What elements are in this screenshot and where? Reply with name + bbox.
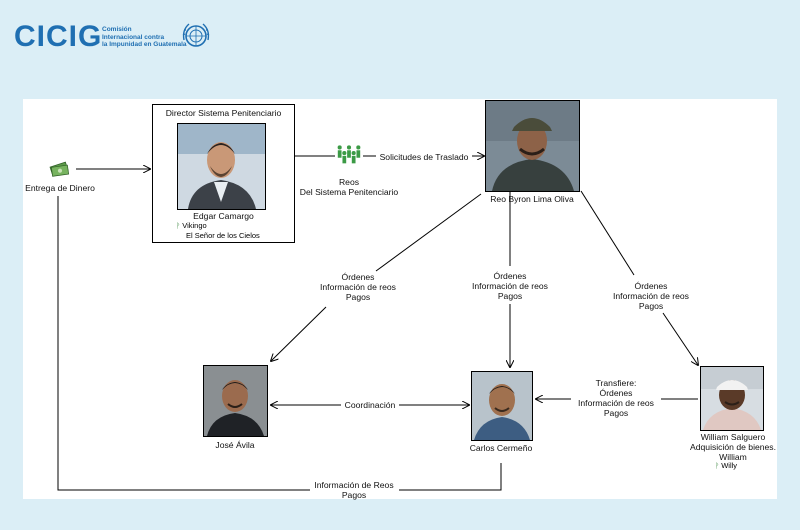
edge-byron-william-a: [581, 191, 634, 275]
edge-byron-william-b: [663, 313, 698, 365]
edge-label-line: Órdenes: [306, 272, 410, 282]
reos-label: Reos Del Sistema Penitenciario: [289, 177, 409, 197]
edge-label-line: Información de reos: [458, 281, 562, 291]
william-photo[interactable]: [700, 366, 764, 431]
edge-label-line: Órdenes: [599, 281, 703, 291]
edge-label-line: Información de reos: [306, 282, 410, 292]
director-title: Director Sistema Penitenciario: [153, 108, 294, 118]
jose-name: José Ávila: [193, 440, 277, 450]
relationship-diagram: Entrega de Dinero Director Sistema Penit…: [23, 99, 777, 499]
reos-label-line: Del Sistema Penitenciario: [289, 187, 409, 197]
logo-sub-line: Comisión: [102, 26, 192, 34]
edge-label-byron-jose: Órdenes Información de reos Pagos: [306, 272, 410, 302]
edge-label-line: Transfiere:: [568, 378, 664, 388]
edge-byron-jose-a: [376, 194, 481, 271]
edge-label-line: Pagos: [299, 490, 409, 500]
edge-label-line: Pagos: [599, 301, 703, 311]
director-photo: [177, 123, 266, 210]
director-alias-1: Vikingo: [182, 221, 206, 230]
edge-label-line: Información de Reos: [299, 480, 409, 490]
alias-icon: ᚹ: [176, 223, 180, 230]
william-name-line: Adquisición de bienes.: [681, 442, 785, 452]
un-emblem-icon: [180, 20, 212, 52]
director-name: Edgar Camargo: [153, 211, 294, 221]
edge-label-carlos-money: Información de Reos Pagos: [299, 480, 409, 500]
money-label: Entrega de Dinero: [20, 183, 100, 193]
header: CICIG Comisión Internacional contra la I…: [0, 0, 800, 92]
edge-label-byron-carlos: Órdenes Información de reos Pagos: [458, 271, 562, 301]
cicig-logo-subtitle: Comisión Internacional contra la Impunid…: [102, 26, 192, 49]
edge-label-line: Pagos: [458, 291, 562, 301]
edge-label-solicitudes: Solicitudes de Traslado: [376, 152, 472, 162]
director-node[interactable]: Director Sistema Penitenciario Edgar Cam…: [152, 104, 295, 243]
edge-byron-jose-b: [271, 307, 326, 361]
edge-label-line: Pagos: [568, 408, 664, 418]
jose-photo[interactable]: [203, 365, 268, 437]
byron-name: Reo Byron Lima Oliva: [478, 194, 586, 204]
william-alias: Willy: [721, 461, 737, 470]
edge-label-line: Pagos: [306, 292, 410, 302]
edge-label-line: Información de reos: [568, 398, 664, 408]
money-icon: [49, 159, 71, 177]
carlos-name: Carlos Cermeño: [455, 443, 547, 453]
william-name-line: William Salguero: [681, 432, 785, 442]
edge-label-william-carlos: Transfiere: Órdenes Información de reos …: [568, 378, 664, 418]
logo-sub-line: la Impunidad en Guatemala: [102, 41, 192, 49]
director-alias-2: El Señor de los Cielos: [176, 231, 260, 240]
edge-label-line: Órdenes: [568, 388, 664, 398]
william-name: William Salguero Adquisición de bienes. …: [681, 432, 785, 462]
alias-icon: ᚹ: [715, 463, 719, 470]
logo-sub-line: Internacional contra: [102, 34, 192, 42]
cicig-logo: CICIG: [14, 20, 102, 54]
edge-carlos-money: [399, 463, 501, 490]
byron-photo[interactable]: [485, 100, 580, 192]
edge-label-line: Órdenes: [458, 271, 562, 281]
people-group-icon: [335, 144, 363, 164]
edge-label-byron-william: Órdenes Información de reos Pagos: [599, 281, 703, 311]
edge-label-coordinacion: Coordinación: [341, 400, 399, 410]
carlos-photo[interactable]: [471, 371, 533, 441]
reos-label-line: Reos: [289, 177, 409, 187]
edge-label-line: Información de reos: [599, 291, 703, 301]
